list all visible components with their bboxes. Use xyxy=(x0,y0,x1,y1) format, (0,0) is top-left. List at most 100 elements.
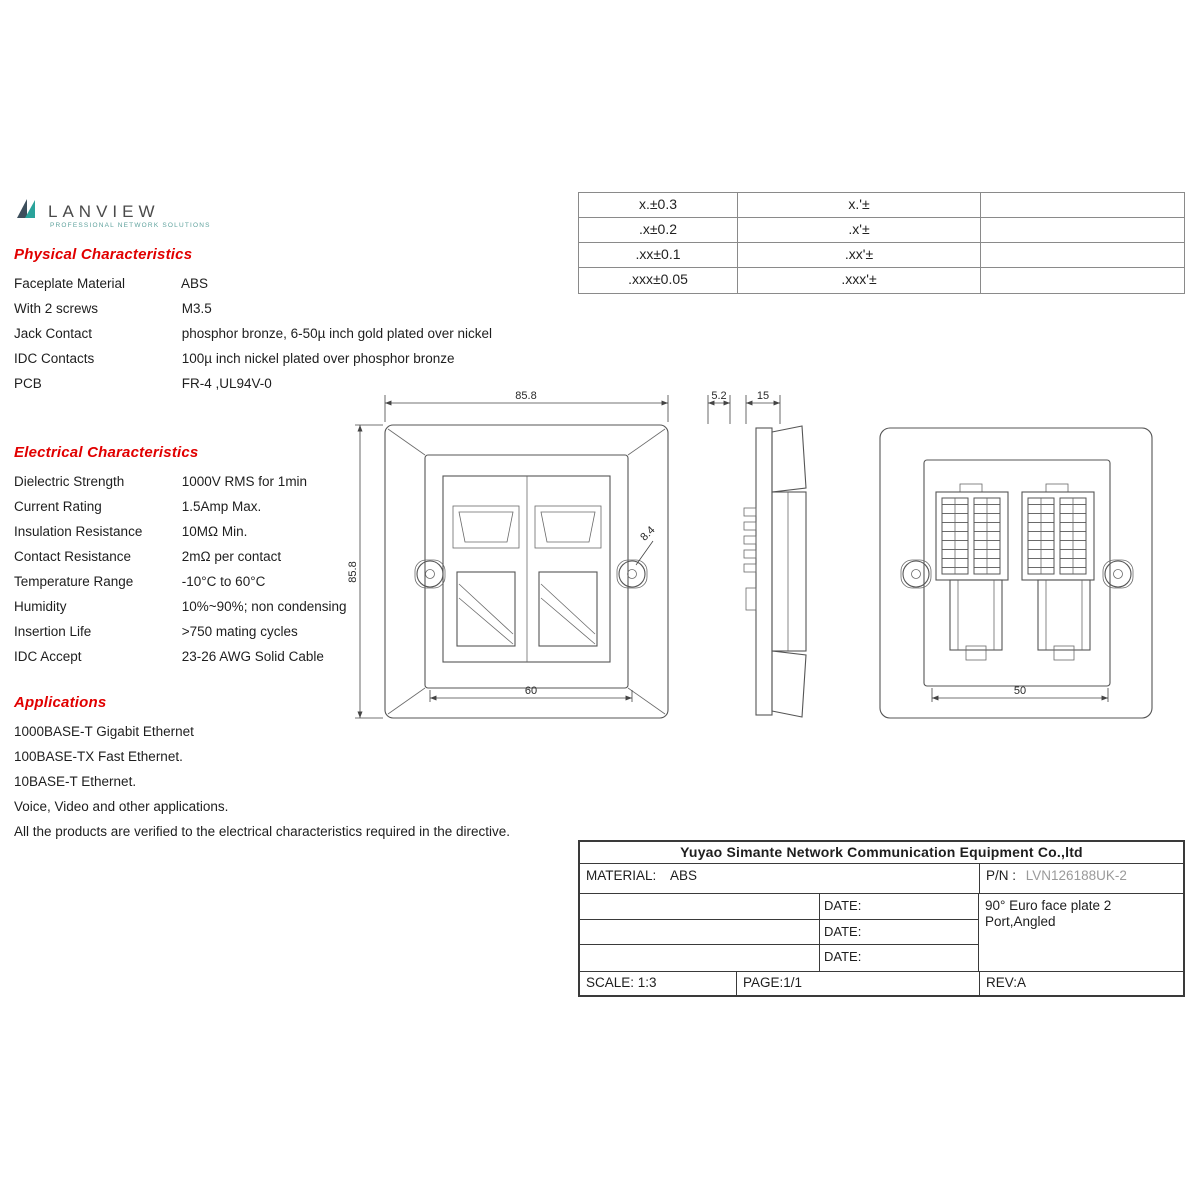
spec-row: With 2 screws M3.5 xyxy=(14,296,614,321)
application-line: 1000BASE-T Gigabit Ethernet xyxy=(14,724,194,739)
spec-row: Dielectric Strength 1000V RMS for 1min xyxy=(14,469,614,494)
spec-value: 2mΩ per contact xyxy=(181,549,282,564)
spec-value: 23-26 AWG Solid Cable xyxy=(181,649,324,664)
screw-boss-left xyxy=(900,559,932,589)
section-physical: Physical Characteristics Faceplate Mater… xyxy=(14,246,614,396)
company-name: Yuyao Simante Network Communication Equi… xyxy=(580,842,1183,864)
section-title: Electrical Characteristics xyxy=(14,444,199,461)
application-line: 100BASE-TX Fast Ethernet. xyxy=(14,749,183,764)
spec-row: Contact Resistance 2mΩ per contact xyxy=(14,544,614,569)
tolerance-table: x.±0.3 x.'± .x±0.2 .x'± .xx±0.1 .xx'± .x… xyxy=(578,192,1185,294)
tolerance-cell: .xx'± xyxy=(738,243,981,268)
section-title: Applications xyxy=(14,694,107,711)
date-label: DATE: xyxy=(824,949,862,965)
spec-row: Current Rating 1.5Amp Max. xyxy=(14,494,614,519)
spec-label: Dielectric Strength xyxy=(14,474,125,489)
spec-value: >750 mating cycles xyxy=(181,624,298,639)
logo: LANVIEW PROFESSIONAL NETWORK SOLUTIONS xyxy=(14,194,211,229)
spec-value: 1000V RMS for 1min xyxy=(181,474,308,489)
back-view-drawing: 50 xyxy=(879,427,1153,719)
tolerance-cell: .x'± xyxy=(738,218,981,243)
section-electrical: Electrical Characteristics Dielectric St… xyxy=(14,444,614,669)
spec-value: 1.5Amp Max. xyxy=(181,499,262,514)
dim-label-back-inner-width: 50 xyxy=(1014,685,1026,697)
spec-value: 10MΩ Min. xyxy=(181,524,248,539)
dim-label-front-width: 85.8 xyxy=(515,390,536,402)
spec-value: 100µ inch nickel plated over phosphor br… xyxy=(181,351,455,366)
spec-row: IDC Accept 23-26 AWG Solid Cable xyxy=(14,644,614,669)
scale-cell: SCALE: 1:3 xyxy=(580,972,737,995)
spec-row: PCB FR-4 ,UL94V-0 xyxy=(14,371,614,396)
spec-label: Humidity xyxy=(14,599,67,614)
screw-boss-right xyxy=(616,559,648,589)
date-label: DATE: xyxy=(820,920,978,946)
spec-label: Faceplate Material xyxy=(14,276,126,291)
tolerance-cell-empty xyxy=(981,268,1184,293)
application-line: All the products are verified to the ele… xyxy=(14,824,510,839)
spec-value: 10%~90%; non condensing xyxy=(181,599,347,614)
spec-label: Jack Contact xyxy=(14,326,93,341)
part-number-cell: P/N : LVN126188UK-2 xyxy=(979,864,1183,893)
rev-cell: REV:A xyxy=(986,975,1027,990)
spec-row: Insertion Life >750 mating cycles xyxy=(14,619,614,644)
spec-row: Jack Contact phosphor bronze, 6-50µ inch… xyxy=(14,321,614,346)
date-column: DATE: DATE: DATE: xyxy=(820,894,979,971)
dim-label-side-thickness: 5.2 xyxy=(711,390,726,402)
titleblock-material-row: MATERIAL: ABS P/N : LVN126188UK-2 xyxy=(580,864,1183,894)
tolerance-cell: .xxx±0.05 xyxy=(579,268,738,293)
tolerance-cell: .xx±0.1 xyxy=(579,243,738,268)
spec-label: Temperature Range xyxy=(14,574,134,589)
side-view-drawing: 5.2 15 xyxy=(707,390,807,718)
spec-row: Humidity 10%~90%; non condensing xyxy=(14,594,614,619)
spec-row: Faceplate Material ABS xyxy=(14,271,614,296)
material-value: ABS xyxy=(670,868,698,883)
part-description: 90° Euro face plate 2 Port,Angled xyxy=(985,898,1112,929)
spec-value: phosphor bronze, 6-50µ inch gold plated … xyxy=(181,326,492,341)
screw-boss-right xyxy=(1102,559,1134,589)
dim-label-front-inner-width: 60 xyxy=(525,685,537,697)
tolerance-cell: x.'± xyxy=(738,193,981,218)
signature-cell xyxy=(580,894,819,920)
section-title: Physical Characteristics xyxy=(14,246,193,263)
spec-row: IDC Contacts 100µ inch nickel plated ove… xyxy=(14,346,614,371)
date-label: DATE: xyxy=(820,894,978,920)
section-applications: Applications 1000BASE-T Gigabit Ethernet… xyxy=(14,694,634,844)
part-number-value: LVN126188UK-2 xyxy=(1025,868,1127,883)
part-number-label: P/N : xyxy=(986,868,1017,883)
spec-row: Temperature Range -10°C to 60°C xyxy=(14,569,614,594)
title-block: Yuyao Simante Network Communication Equi… xyxy=(578,840,1185,997)
material-label: MATERIAL: xyxy=(586,868,657,883)
screw-boss-left xyxy=(414,559,446,589)
titleblock-bottom-row: SCALE: 1:3 PAGE:1/1 REV:A xyxy=(580,972,1183,995)
spec-value: ABS xyxy=(181,276,209,291)
spec-label: With 2 screws xyxy=(14,301,99,316)
spec-value: M3.5 xyxy=(181,301,212,316)
spec-label: IDC Contacts xyxy=(14,351,95,366)
tolerance-cell-empty xyxy=(981,218,1184,243)
description-column: 90° Euro face plate 2 Port,Angled xyxy=(979,894,1183,971)
brand-name: LANVIEW xyxy=(48,202,160,221)
tolerance-cell: .xxx'± xyxy=(738,268,981,293)
tolerance-cell: .x±0.2 xyxy=(579,218,738,243)
spec-label: IDC Accept xyxy=(14,649,82,664)
material-cell: MATERIAL: ABS xyxy=(580,864,979,893)
spec-value: FR-4 ,UL94V-0 xyxy=(181,376,272,391)
tolerance-cell-empty xyxy=(981,243,1184,268)
spec-label: Current Rating xyxy=(14,499,102,514)
signature-cell xyxy=(580,945,819,971)
spec-row: Insulation Resistance 10MΩ Min. xyxy=(14,519,614,544)
front-view-drawing: 85.8 85.8 8.4 60 xyxy=(347,390,669,719)
signature-cell xyxy=(580,920,819,946)
titleblock-mid: DATE: DATE: DATE: 90° Euro face plate 2 … xyxy=(580,894,1183,972)
application-line: Voice, Video and other applications. xyxy=(14,799,229,814)
lanview-logo-icon xyxy=(17,199,35,218)
spec-label: Insulation Resistance xyxy=(14,524,143,539)
spec-label: Insertion Life xyxy=(14,624,92,639)
spec-label: Contact Resistance xyxy=(14,549,132,564)
brand-tagline: PROFESSIONAL NETWORK SOLUTIONS xyxy=(50,222,211,229)
spec-label: PCB xyxy=(14,376,42,391)
dim-label-side-depth: 15 xyxy=(757,390,769,402)
tolerance-cell: x.±0.3 xyxy=(579,193,738,218)
dim-label-front-hole: 8.4 xyxy=(638,524,657,543)
